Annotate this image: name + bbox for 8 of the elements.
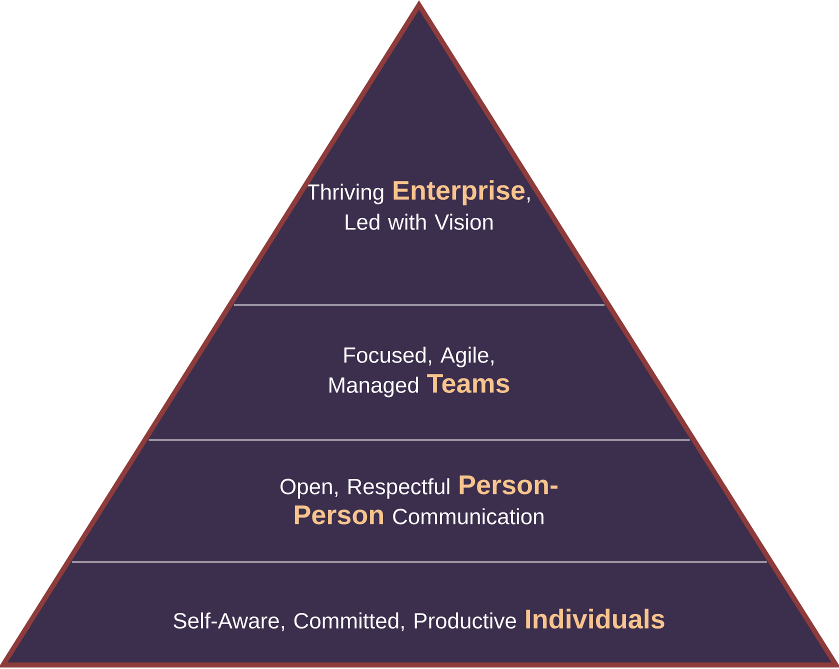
node-label: Thriving Enterprise, Led with Vision	[306, 180, 530, 230]
node-label: Focused, Agile, Managed Teams	[330, 346, 510, 398]
pyramid-band: Self-Aware, Committed, Productive Individuals	[3, 562, 836, 665]
pyramid-band: Focused, Agile, Managed Teams	[144, 305, 694, 440]
node-label: Self-Aware, Committed, Productive Individuals	[174, 608, 664, 632]
pyramid-band: Thriving Enterprise, Led with Vision	[230, 5, 609, 305]
pyramid-band: Open, Respectful Person-Person Communication	[68, 440, 771, 562]
node-label: Open, Respectful Person-Person Communication	[280, 476, 558, 524]
